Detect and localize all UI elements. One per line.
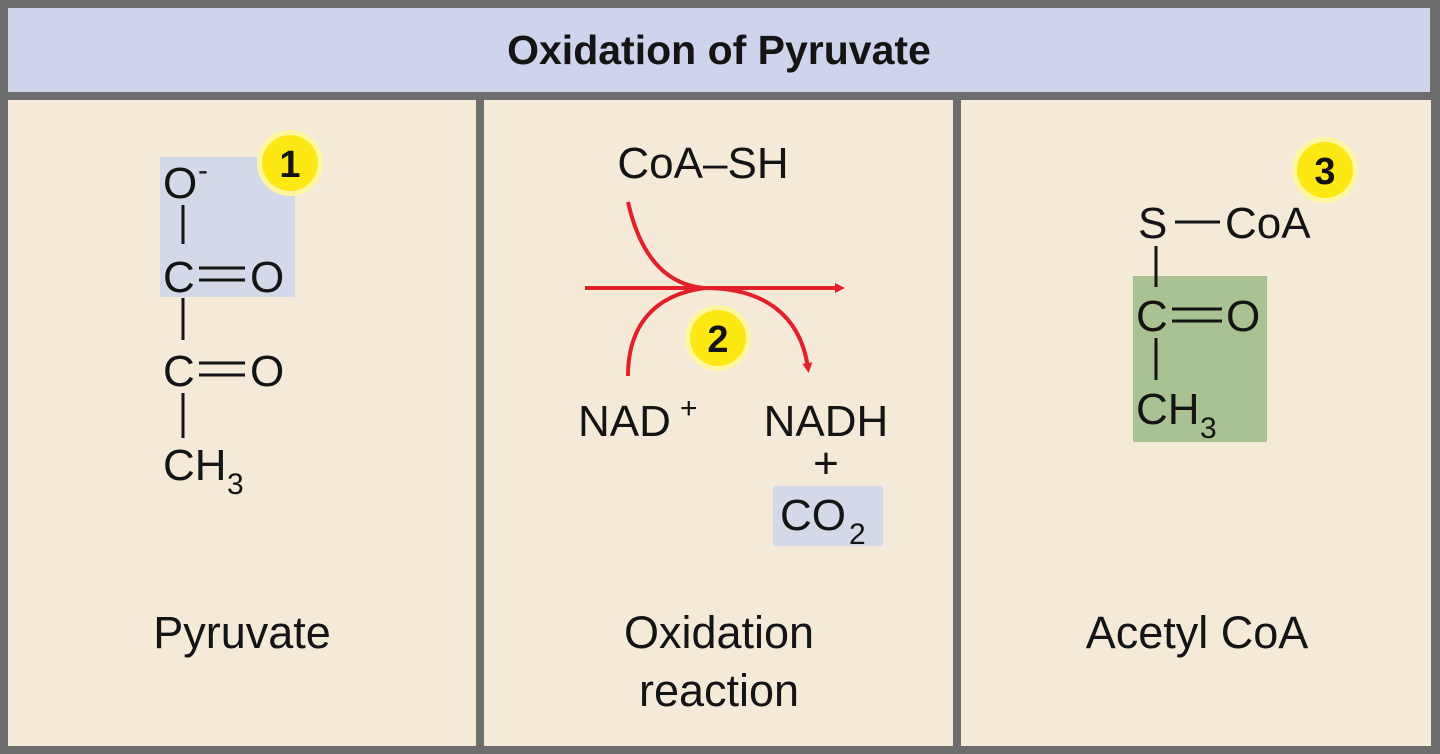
badge-1 xyxy=(262,135,318,191)
pyruvate-carbon-2: C xyxy=(163,347,195,396)
badge-2-number: 2 xyxy=(707,319,728,361)
pyruvate-carbonyl-oxygen-2: O xyxy=(250,347,284,396)
badge-2 xyxy=(690,310,746,366)
badge-3 xyxy=(1297,142,1353,198)
co2-subscript: 2 xyxy=(849,518,866,551)
pyruvate-negative-charge: - xyxy=(198,154,208,187)
diagram-title: Oxidation of Pyruvate xyxy=(507,26,931,73)
acetyl-coa-group: CoA xyxy=(1225,199,1311,248)
pyruvate-carboxyl-oxygen: O xyxy=(163,159,197,208)
oxidation-caption-line-2: reaction xyxy=(639,665,799,716)
badge-3-number: 3 xyxy=(1314,151,1335,193)
pyruvate-methyl-subscript: 3 xyxy=(227,468,244,501)
product-plus-sign: + xyxy=(813,439,839,488)
panel-oxidation-reaction xyxy=(484,100,953,746)
title-bar: Oxidation of Pyruvate xyxy=(8,8,1430,92)
pyruvate-methyl: CH xyxy=(163,441,227,490)
acetyl-carbon: C xyxy=(1136,292,1168,341)
badge-1-number: 1 xyxy=(279,144,300,186)
acetyl-sulfur: S xyxy=(1138,199,1167,248)
coa-sh-reactant: CoA–SH xyxy=(617,139,788,188)
acetyl-carbonyl-oxygen: O xyxy=(1226,292,1260,341)
acetyl-coa-caption: Acetyl CoA xyxy=(1086,607,1309,658)
pyruvate-carbonyl-oxygen-1: O xyxy=(250,253,284,302)
acetyl-methyl: CH xyxy=(1136,385,1200,434)
nadh-product: NADH xyxy=(764,397,889,446)
pyruvate-carbon-1: C xyxy=(163,253,195,302)
nad-superscript: + xyxy=(680,392,698,425)
oxidation-caption-line-1: Oxidation xyxy=(624,607,814,658)
pyruvate-caption: Pyruvate xyxy=(153,607,331,658)
acetyl-methyl-subscript: 3 xyxy=(1200,412,1217,445)
nadh-output-arrow xyxy=(704,286,813,373)
nad-plus-reactant: NAD xyxy=(578,397,671,446)
nad-input-arrow xyxy=(626,286,706,377)
co2-product: CO xyxy=(780,491,846,540)
co2-highlight xyxy=(773,486,883,546)
coa-sh-input-arrow xyxy=(626,201,706,290)
